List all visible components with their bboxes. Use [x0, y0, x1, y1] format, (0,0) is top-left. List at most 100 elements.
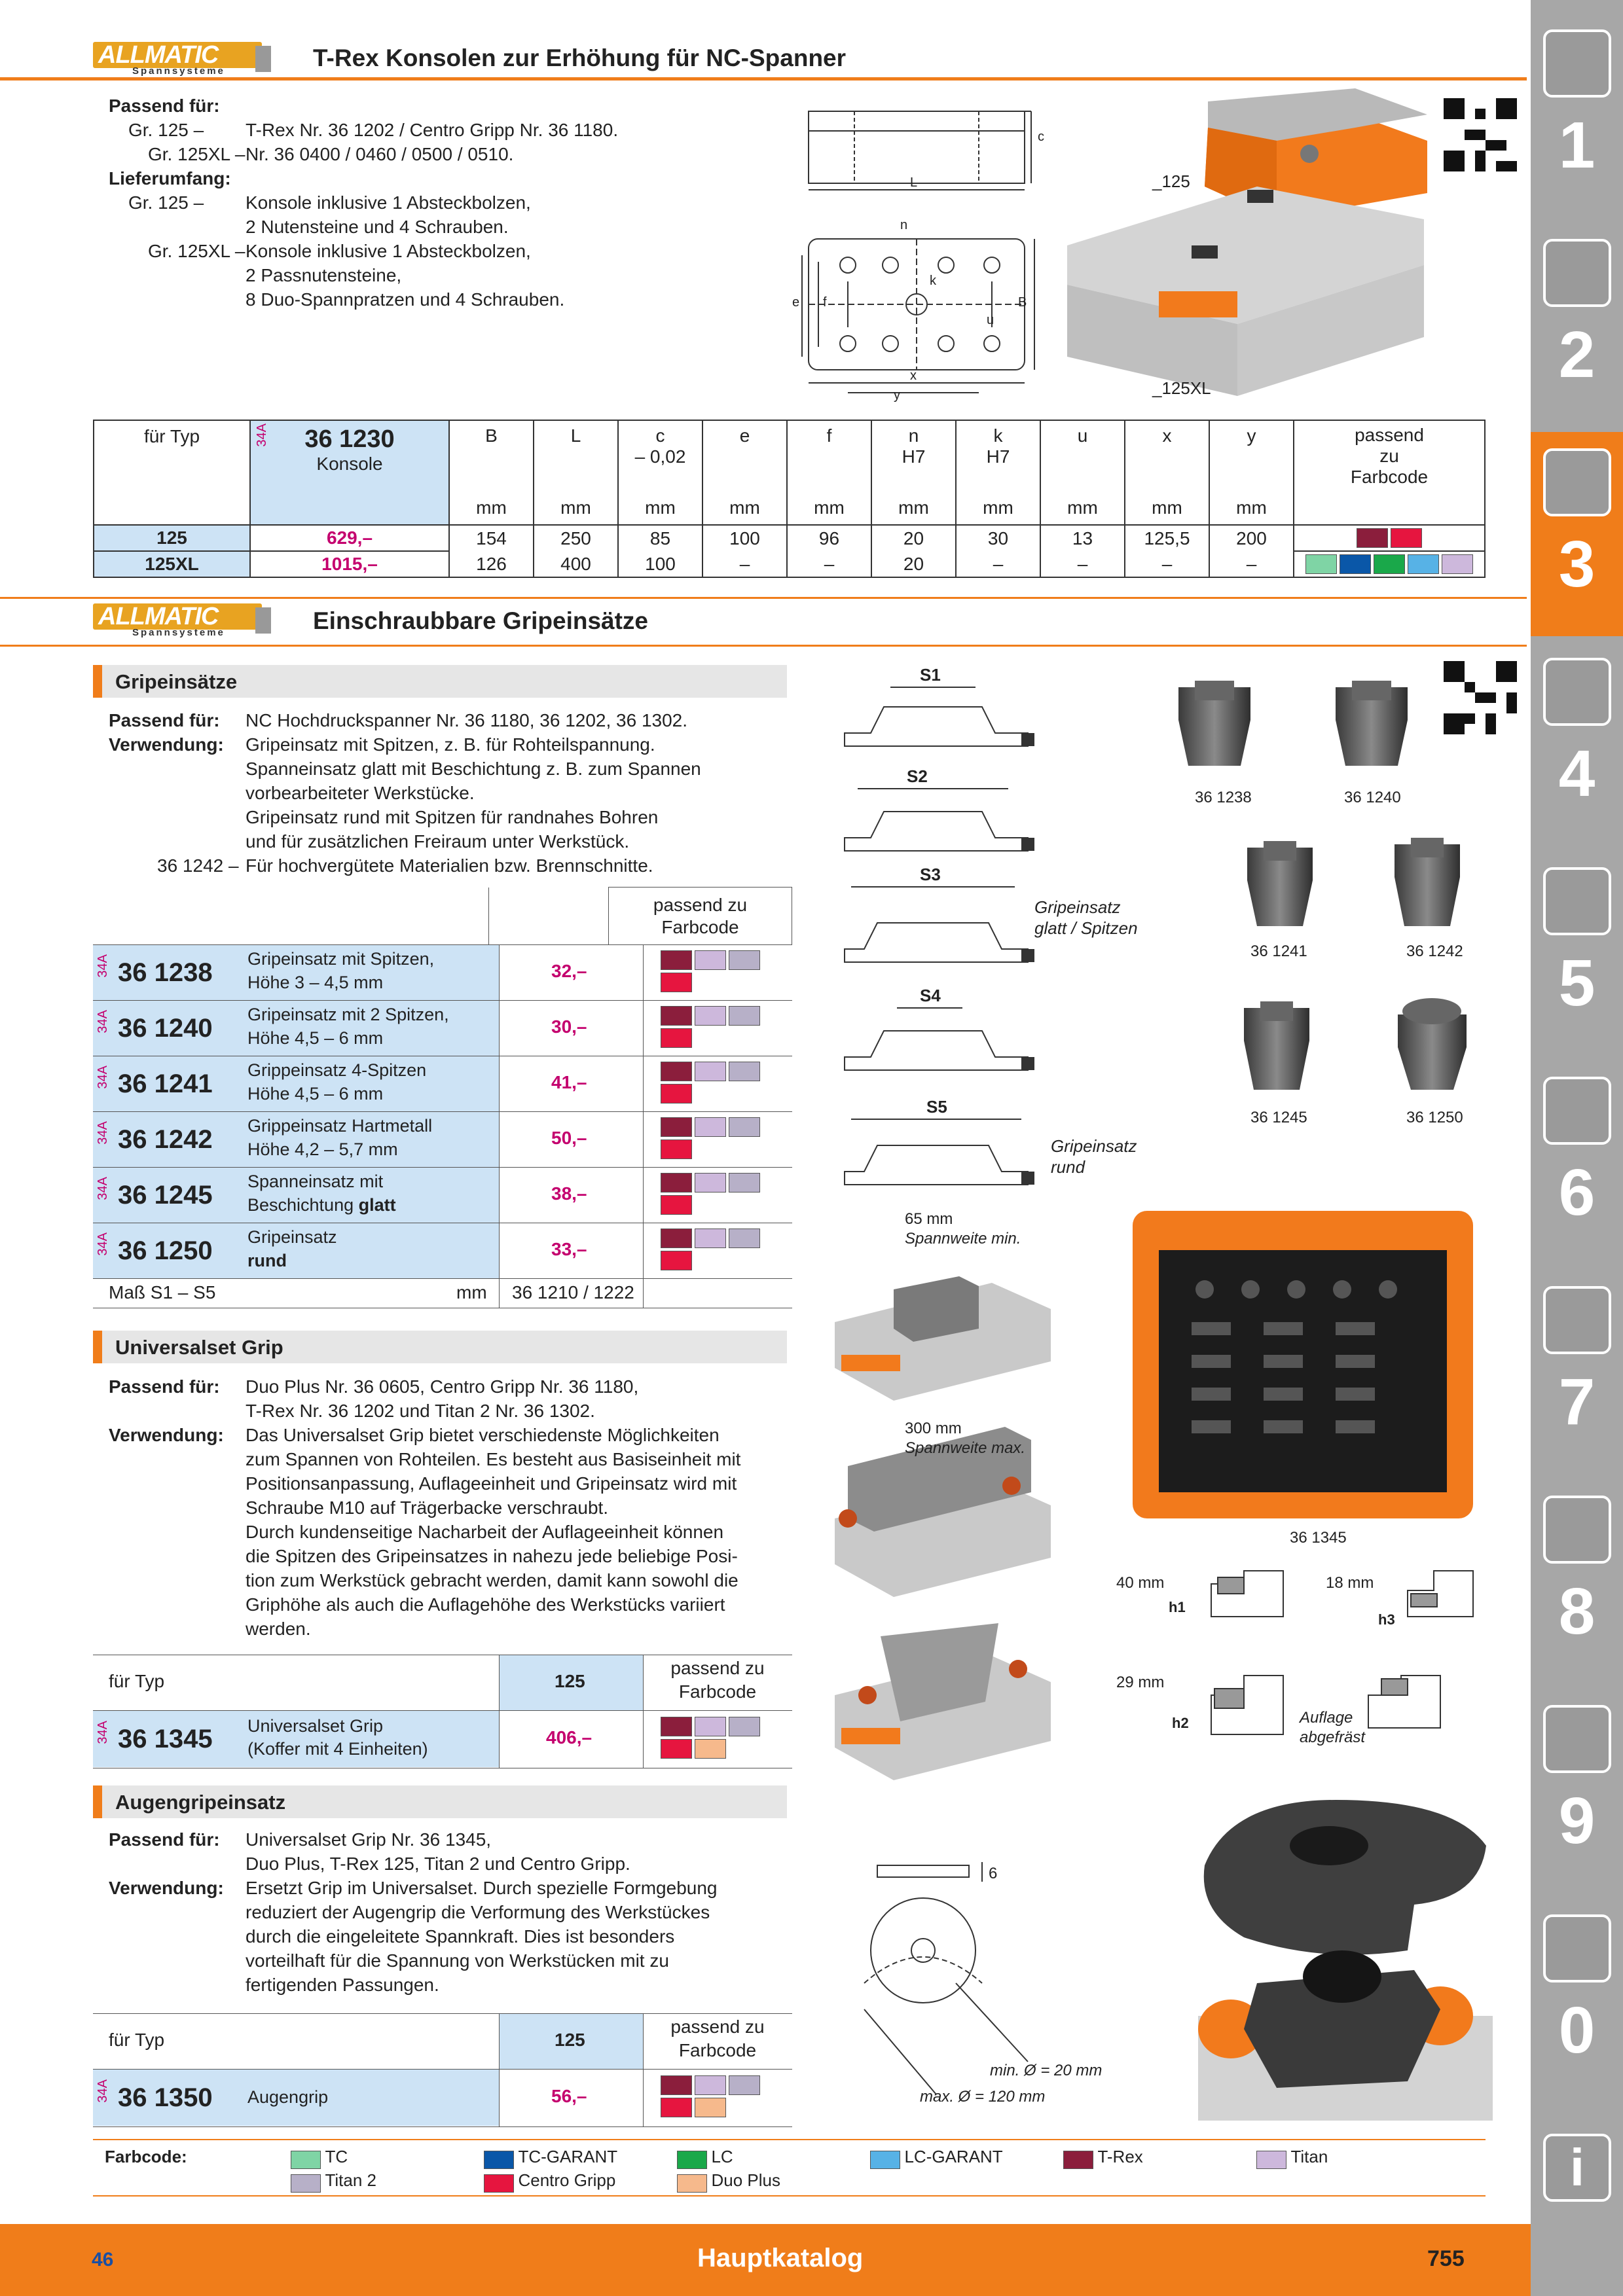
workbench-icon[interactable]	[1543, 1496, 1611, 1564]
passend-label: Passend für:	[109, 96, 220, 116]
row-desc: Grippeinsatz 4-Spitzen	[247, 1060, 427, 1080]
header-rule	[0, 645, 1527, 647]
passend-label: Passend für:	[109, 1829, 220, 1850]
max-diameter: max. Ø = 120 mm	[920, 2088, 1046, 2106]
passend-key: Gr. 125XL –	[148, 144, 246, 164]
order-tag: 34A	[255, 423, 269, 447]
height-drawings	[1211, 1570, 1474, 1735]
qr-code[interactable]	[1444, 98, 1517, 171]
verwendung-label: Verwendung:	[109, 1878, 224, 1898]
dim-label: L	[910, 175, 917, 190]
cabinet-icon[interactable]	[1543, 1705, 1611, 1773]
liefer-key: Gr. 125 –	[128, 192, 204, 213]
order-tag: 34A	[96, 1010, 110, 1033]
liefer-value: 8 Duo-Spannpratzen und 4 Schrauben.	[246, 289, 565, 310]
farbcode-swatches	[1293, 550, 1486, 578]
dim-label: k	[930, 274, 937, 288]
order-tag: 34A	[96, 1066, 110, 1089]
saw-icon[interactable]	[1543, 867, 1611, 935]
dim-label: B	[1018, 295, 1027, 310]
qr-code[interactable]	[1444, 661, 1517, 734]
header-rule	[0, 77, 1527, 81]
pliers-icon[interactable]	[1543, 1286, 1611, 1354]
order-tag: 34A	[96, 954, 110, 978]
chapter-number[interactable]: 0	[1558, 1994, 1596, 2067]
subsection-universalset: Universalset Grip	[93, 1331, 787, 1363]
allmatic-logo: ALLMATIC Spannsysteme	[93, 603, 276, 639]
chapter-number[interactable]: 6	[1558, 1156, 1596, 1229]
augengrip-drawing: 6	[864, 1862, 1029, 2095]
row-desc: Höhe 4,2 – 5,7 mm	[247, 1139, 398, 1159]
type-cell: 125	[93, 524, 251, 552]
chuck-icon[interactable]	[1543, 448, 1611, 516]
chapter-number[interactable]: 7	[1558, 1365, 1596, 1439]
section-title-grip: Einschraubbare Gripeinsätze	[313, 607, 649, 634]
note-value: Für hochvergütete Materialien bzw. Brenn…	[246, 855, 653, 876]
chapter-number[interactable]: 3	[1558, 528, 1596, 601]
chapter-number[interactable]: 9	[1558, 1784, 1596, 1857]
footer-title: Hauptkatalog	[697, 2244, 864, 2272]
code-sub: Konsole	[316, 454, 383, 474]
chapter-number[interactable]: 8	[1558, 1575, 1596, 1648]
farbcode-swatches	[659, 949, 777, 994]
footer-bar: 46 Hauptkatalog 755	[0, 2224, 1531, 2296]
price-cell: 50,–	[551, 1128, 587, 1148]
chapter-number[interactable]: 1	[1558, 109, 1596, 182]
logo-text: ALLMATIC	[93, 42, 262, 68]
photo-label: 36 1241	[1250, 942, 1307, 960]
legend-item: Centro Gripp	[483, 2170, 615, 2194]
dim-label: e	[792, 295, 799, 310]
col-head: für Typ	[93, 420, 251, 526]
chapter-number[interactable]: 4	[1558, 737, 1596, 810]
dim-label: 6	[989, 1865, 997, 1882]
chapter-number[interactable]: 5	[1558, 946, 1596, 1020]
farbcode-swatches	[659, 1005, 777, 1049]
code-number: 36 1345	[118, 1725, 213, 1753]
caliper-icon[interactable]	[1543, 658, 1611, 726]
col-head: 125	[555, 1671, 585, 1691]
dim-label: n	[900, 218, 907, 232]
code-number: 36 1250	[118, 1236, 213, 1265]
price-cell: 32,–	[551, 961, 587, 981]
info-icon[interactable]: i	[1543, 2134, 1611, 2202]
chapter-number[interactable]: 2	[1558, 318, 1596, 391]
code-cell: 34A 36 1230 Konsole	[249, 420, 450, 526]
table-row: 125XL 1015,– 126 400 100 – – 20 – – – –	[93, 550, 1486, 578]
code-number: 36 1350	[118, 2083, 213, 2112]
photo-label: 36 1242	[1406, 942, 1463, 960]
dim-label: c	[1038, 130, 1044, 144]
liefer-value: Konsole inklusive 1 Absteckbolzen,	[246, 192, 531, 213]
wrench-icon[interactable]	[1543, 1077, 1611, 1145]
code-number: 36 1240	[118, 1014, 213, 1043]
code-number: 36 1245	[118, 1181, 213, 1210]
dim-label: S1	[920, 665, 941, 685]
safety-icon[interactable]	[1543, 1914, 1611, 1982]
insert-icon[interactable]	[1543, 239, 1611, 307]
order-tag: 34A	[96, 1232, 110, 1256]
price-cell: 41,–	[551, 1072, 587, 1092]
code-number: 36 1242	[118, 1125, 213, 1154]
passend-key: Gr. 125 –	[128, 120, 204, 140]
photo-label: 36 1240	[1344, 789, 1401, 806]
photo-label: 36 1238	[1195, 789, 1252, 806]
augengrip-photo	[1198, 1800, 1493, 2121]
price-cell: 629,–	[249, 524, 450, 552]
h3-label: 18 mm	[1326, 1574, 1374, 1592]
liefer-label: Lieferumfang:	[109, 168, 231, 188]
drill-icon[interactable]	[1543, 29, 1611, 98]
farbcode-legend: Farbcode: TC TC-GARANT LC LC-GARANT T-Re…	[93, 2139, 1486, 2197]
